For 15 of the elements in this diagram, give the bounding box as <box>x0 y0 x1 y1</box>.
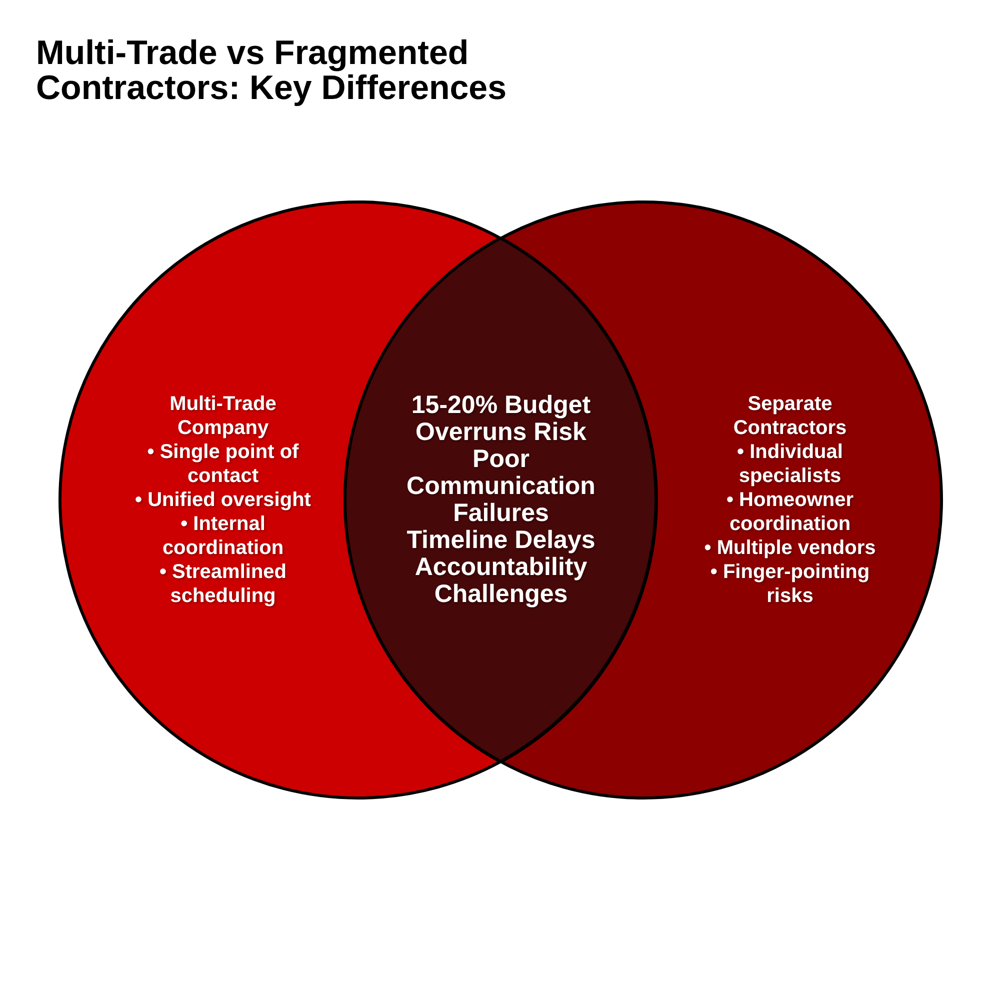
overlap-point: Poor Communication Failures <box>406 446 596 527</box>
bullet-point: • Multiple vendors <box>704 536 876 560</box>
overlap-point: Timeline Delays <box>406 526 596 554</box>
region-heading: Separate Contractors <box>732 392 848 440</box>
overlap-point: 15-20% Budget Overruns Risk <box>410 392 592 446</box>
bullet-point: • Individual specialists <box>736 440 844 488</box>
title: Multi-Trade vs Fragmented Contractors: Key Differences <box>36 36 508 106</box>
overlap-point: Accountability Challenges <box>414 554 588 608</box>
bullet-point: • Single point of contact <box>146 440 300 488</box>
region-heading: Multi-Trade Company <box>168 392 278 440</box>
bullet-point: • Internal coordination <box>161 512 285 560</box>
bullet-point: • Homeowner coordination <box>725 488 855 536</box>
bullet-point: • Unified oversight <box>135 488 311 512</box>
bullet-point: • Streamlined scheduling <box>158 560 288 608</box>
bullet-point: • Finger-pointing risks <box>709 560 871 608</box>
